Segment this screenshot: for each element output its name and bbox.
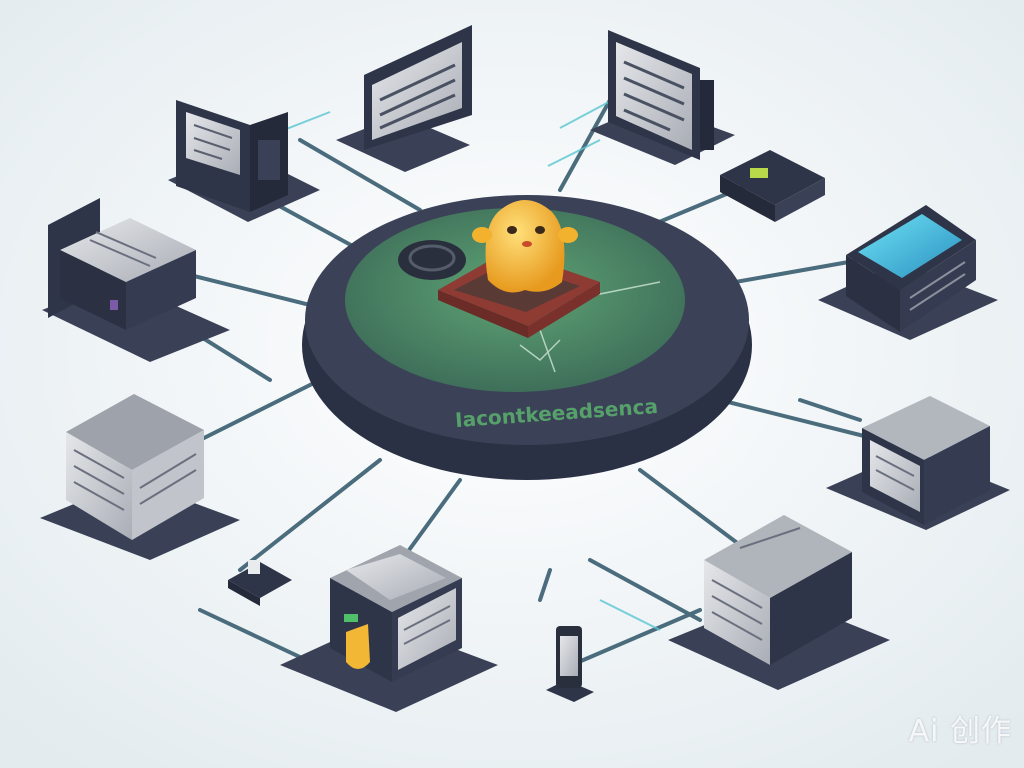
cable bbox=[798, 398, 862, 422]
mascot-eye bbox=[535, 226, 545, 234]
phone-device bbox=[546, 626, 594, 702]
cable bbox=[168, 268, 332, 312]
mascot-character bbox=[472, 200, 578, 293]
cable-highlight bbox=[547, 139, 601, 167]
cable bbox=[558, 608, 702, 672]
blue-screen-device bbox=[818, 205, 998, 340]
shield-icon bbox=[346, 624, 370, 669]
router-led bbox=[750, 168, 768, 178]
storage-box-left bbox=[42, 198, 230, 362]
cube-device-middle-right bbox=[826, 396, 1010, 530]
central-hub: Iacontkeeadsenca bbox=[302, 195, 752, 480]
cable bbox=[718, 398, 882, 442]
mascot-eye bbox=[507, 226, 517, 234]
mascot-mouth bbox=[522, 241, 532, 247]
watermark: Ai 创作 bbox=[908, 714, 1012, 749]
cable bbox=[538, 568, 552, 602]
monitor-top-right bbox=[590, 30, 735, 165]
cable bbox=[298, 138, 422, 212]
cable-highlight bbox=[599, 599, 661, 631]
small-hub-device bbox=[228, 560, 292, 606]
cable bbox=[238, 458, 382, 572]
cable bbox=[558, 98, 612, 192]
cube-device-bottom-center bbox=[280, 545, 498, 712]
cube-device-bottom-right bbox=[668, 515, 890, 690]
cube-device-middle-left bbox=[40, 394, 240, 560]
tower-computer-top-left bbox=[168, 100, 320, 222]
server-top-center bbox=[336, 25, 472, 172]
router-device bbox=[720, 150, 825, 222]
cable bbox=[588, 558, 702, 622]
